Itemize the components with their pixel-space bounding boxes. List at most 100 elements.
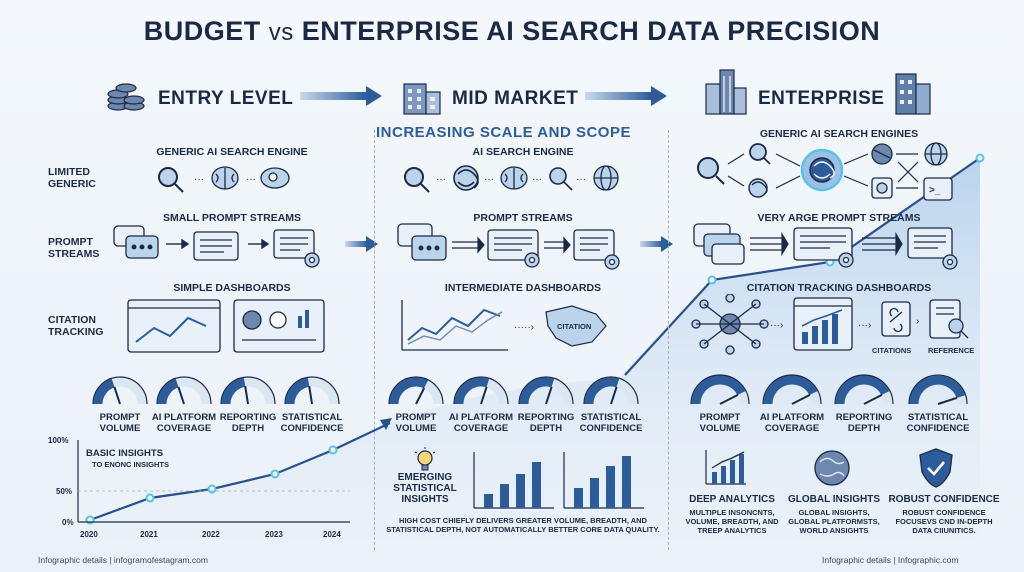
globe-icon	[593, 165, 619, 191]
globe-icon-large	[814, 450, 850, 486]
tier-label-entry: ENTRY LEVEL	[158, 88, 294, 109]
svg-text:···: ···	[484, 174, 494, 185]
growth-line	[89, 422, 391, 522]
office-tower-icon	[895, 73, 931, 115]
chart-x-tick-2021: 2021	[140, 530, 158, 539]
ai-core-icon	[800, 148, 844, 192]
chart-x-tick-2022: 2022	[202, 530, 220, 539]
svg-text:···: ···	[436, 174, 446, 185]
svg-text:···›: ···›	[858, 320, 871, 331]
ent-dashboard-icons: ···› ···› ›	[691, 294, 969, 355]
ai-knot-icon-small	[748, 178, 768, 198]
ent-prompt-icons	[693, 223, 958, 270]
brain-icon	[500, 166, 528, 190]
svg-text:>_: >_	[929, 185, 941, 196]
chart-y-tick-100: 100%	[48, 436, 69, 445]
shield-check-icon	[919, 448, 953, 488]
search-icon	[158, 167, 184, 193]
mid-map-label: CITATION	[557, 322, 592, 331]
map-icon	[545, 305, 607, 347]
brain-icon	[211, 166, 239, 190]
cloud-search-icon	[260, 167, 290, 189]
ent-insight-title-1: DEEP ANALYTICS	[689, 494, 775, 505]
entry-engine-icons: ··· ···	[158, 166, 290, 193]
svg-text:···›: ···›	[770, 320, 783, 331]
ai-knot-icon	[453, 165, 479, 191]
mid-gauge-label-4: STATISTICAL CONFIDENCE	[579, 412, 643, 434]
row-label-citation: CITATION TRACKING	[48, 314, 104, 338]
ent-gauge-label-4: STATISTICAL CONFIDENCE	[906, 412, 970, 434]
pie-dashboard-icon	[233, 299, 325, 353]
mid-prompt-icons	[397, 223, 620, 270]
document-icon	[573, 229, 615, 261]
gear-icon	[942, 254, 958, 270]
mid-insight-title: EMERGING STATISTICAL INSIGHTS	[393, 472, 457, 505]
ent-prompt-title: VERY ARGE PROMPT STREAMS	[757, 212, 921, 224]
gear-icon	[524, 252, 540, 268]
growth-area	[90, 158, 980, 540]
row-arrow-1	[345, 236, 378, 252]
ent-insight-text-1: MULTIPLE INSONCNTS, VOLUME, BREADTH, AND…	[685, 508, 779, 535]
tier-label-enterprise: ENTERPRISE	[758, 88, 885, 109]
ent-dash-title: CITATION TRACKING DASHBOARDS	[746, 282, 932, 294]
tier-arrow-2	[585, 86, 667, 106]
chat-bubble-icon	[397, 223, 447, 261]
chart-x-tick-2024: 2024	[323, 530, 341, 539]
entry-prompt-icons	[113, 225, 320, 268]
page-title: BUDGET vs ENTERPRISE AI SEARCH DATA PREC…	[143, 16, 881, 46]
line-chart-icon	[401, 300, 508, 351]
ent-reference-label: REFERENCE	[928, 346, 975, 355]
row-arrow-2	[640, 236, 673, 252]
chart-x-tick-2020: 2020	[80, 530, 98, 539]
coins-icon	[107, 83, 145, 111]
link-document-icon	[881, 301, 911, 337]
bar-series-2	[574, 456, 631, 508]
skyscraper-icon	[705, 69, 747, 115]
mid-engine-title: AI SEARCH ENGINE	[472, 146, 574, 158]
entry-gauge-label-4: STATISTICAL CONFIDENCE	[280, 412, 344, 434]
chart-y-tick-50: 50%	[56, 487, 73, 496]
ent-gauge-label-1: PROMPT VOLUME	[699, 412, 741, 434]
reference-search-icon	[929, 299, 969, 339]
entry-gauge-label-1: PROMPT VOLUME	[99, 412, 141, 434]
entry-prompt-title: SMALL PROMPT STREAMS	[162, 212, 302, 224]
ent-insight-title-2: GLOBAL INSIGHTS	[787, 494, 881, 505]
search-icon	[697, 157, 725, 185]
globe-icon	[924, 142, 948, 166]
gear-icon	[304, 252, 320, 268]
ent-engine-icons: >_	[697, 142, 953, 201]
gear-box-icon	[871, 177, 893, 199]
scale-caption: INCREASING SCALE AND SCOPE	[376, 124, 631, 141]
svg-text:···: ···	[246, 174, 256, 185]
mid-engine-icons: ··· ··· ··· ···	[404, 165, 619, 193]
mid-prompt-title: PROMPT STREAMS	[473, 212, 573, 224]
chat-bubble-stack-icon	[693, 223, 745, 265]
column-divider-2	[668, 130, 669, 550]
line-chart-dashboard-icon	[127, 299, 221, 353]
footer-left: Infographic details | infogramofestagram…	[38, 555, 208, 565]
mid-note: HIGH COST CHIEFLY DELIVERS GREATER VOLUM…	[386, 516, 660, 534]
gear-icon	[838, 252, 854, 268]
search-icon	[404, 167, 430, 193]
mid-gauge-label-1: PROMPT VOLUME	[395, 412, 437, 434]
ent-citations-label: CITATIONS	[872, 346, 912, 355]
svg-text:·····›: ·····›	[514, 322, 534, 333]
search-icon-2	[749, 143, 771, 165]
search-spark-icon	[549, 167, 573, 191]
tier-label-mid: MID MARKET	[452, 88, 579, 109]
document-icon	[907, 227, 953, 259]
mid-dashboard-icons: ·····›	[401, 300, 607, 351]
terminal-icon: >_	[923, 177, 953, 201]
row-label-engines: LIMITED GENERIC	[48, 166, 96, 190]
ent-insight-title-3: ROBUST CONFIDENCE	[888, 494, 1000, 505]
ent-insight-text-2: GLOBAL INSIGHTS, GLOBAL PLATFORMSTS, WOR…	[788, 508, 880, 535]
ent-engine-title: GENERIC AI SEARCH ENGINES	[759, 128, 919, 140]
analytics-bars-icon	[705, 450, 746, 485]
growth-arrowhead	[380, 418, 392, 430]
chart-x-tick-2023: 2023	[265, 530, 283, 539]
globe-network-icon	[871, 143, 893, 165]
prompt-card-icon	[487, 229, 539, 261]
entry-gauge-label-3: REPORTING DEPTH	[219, 412, 277, 434]
